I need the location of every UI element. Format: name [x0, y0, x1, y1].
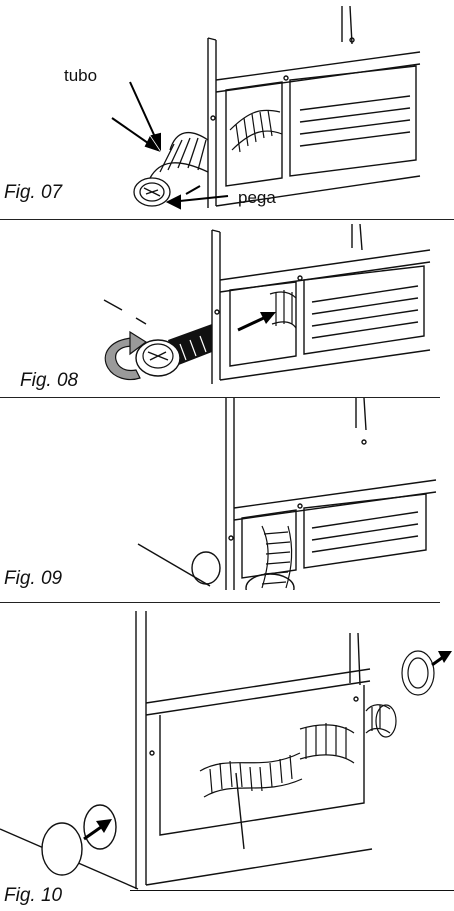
push-arrow-icon — [237, 312, 276, 332]
figure-08: Fig. 08 — [0, 220, 454, 396]
figure-09: Fig. 09 — [0, 398, 454, 590]
insert-arrow-icon — [83, 819, 112, 841]
hose-outside — [365, 650, 435, 738]
figure-10: Fig. 10 — [0, 603, 454, 911]
figure-caption: Fig. 09 — [4, 568, 63, 589]
figure-10-drawing — [0, 611, 452, 890]
hose-inside — [199, 723, 355, 798]
handle-label: pega — [238, 188, 276, 207]
hose-hanging — [261, 525, 293, 589]
figure-divider — [0, 602, 440, 603]
figure-divider — [0, 219, 454, 220]
figure-caption: Fig. 10 — [4, 885, 63, 906]
remove-arrow-icon — [431, 651, 452, 667]
figure-07-drawing — [111, 5, 421, 210]
figure-08-drawing — [103, 223, 431, 384]
figure-caption: Fig. 07 — [4, 182, 63, 203]
hose-outside — [133, 131, 209, 207]
hose-inside — [269, 290, 297, 329]
hose-label: tubo — [64, 66, 98, 85]
figure-07: tubo pega Fig. 07 — [0, 0, 454, 218]
hose-end — [245, 573, 295, 590]
figure-divider — [130, 890, 454, 891]
hose-inside — [229, 109, 283, 153]
figure-caption: Fig. 08 — [20, 370, 79, 391]
cap-left — [41, 804, 117, 876]
figure-09-drawing — [137, 398, 437, 590]
figure-divider — [0, 397, 440, 398]
arrows — [111, 81, 229, 210]
hose-outside — [135, 324, 212, 377]
axis-line — [103, 299, 147, 325]
rotate-arrow-icon — [104, 330, 148, 381]
